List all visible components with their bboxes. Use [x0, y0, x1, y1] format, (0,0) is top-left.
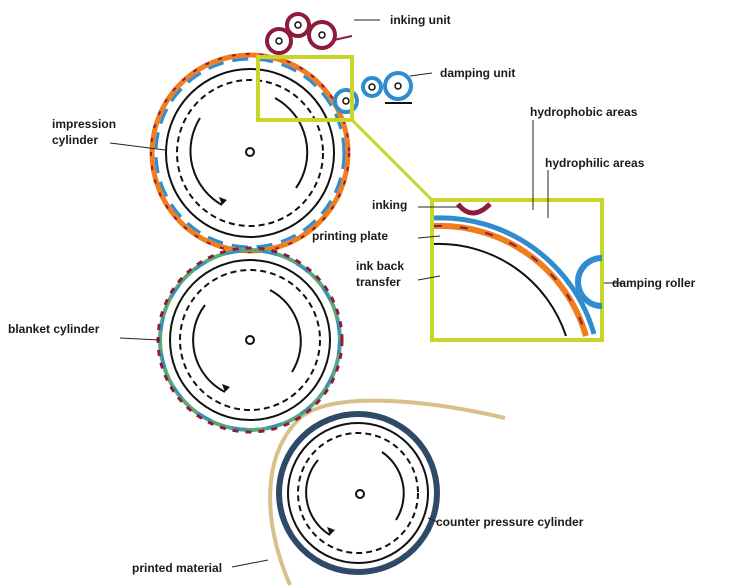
dampening-roller-contact	[575, 255, 603, 309]
blanket-cylinder	[156, 246, 344, 434]
dampening-unit-rollers	[333, 71, 413, 114]
inking-roller-contact	[456, 202, 492, 216]
label-counter-pressure-cylinder: counter pressure cylinder	[436, 515, 584, 529]
label-hydrophilic-areas: hydrophilic areas	[545, 156, 645, 170]
impression-cylinder-axle	[245, 147, 255, 157]
label-printing-plate: printing plate	[312, 229, 388, 243]
highlight-connector	[350, 118, 434, 202]
highlight-box-small	[256, 55, 354, 122]
inking-unit-rollers	[265, 12, 353, 55]
counter-cylinder-axle	[355, 489, 365, 499]
label-dampening-unit: damping unit	[440, 66, 515, 80]
label-hydrophobic-areas: hydrophobic areas	[530, 105, 638, 119]
blanket-cylinder-axle	[245, 335, 255, 345]
counter-pressure-cylinder	[276, 411, 440, 575]
label-ink-back-transfer-2: transfer	[356, 275, 401, 289]
label-printed-material: printed material	[132, 561, 222, 575]
leader-lines	[109, 19, 622, 568]
label-inking-unit: inking unit	[390, 13, 451, 27]
label-inking: inking	[372, 198, 407, 212]
zoom-detail	[433, 202, 603, 337]
highlight-box-zoom	[430, 198, 604, 342]
impression-cylinder	[149, 52, 351, 254]
label-blanket-cylinder: blanket cylinder	[8, 322, 100, 336]
label-dampening-roller: damping roller	[612, 276, 696, 290]
label-impression-cylinder-2: cylinder	[52, 133, 98, 147]
label-impression-cylinder-1: impression	[52, 117, 116, 131]
label-ink-back-transfer-1: ink back	[356, 259, 404, 273]
